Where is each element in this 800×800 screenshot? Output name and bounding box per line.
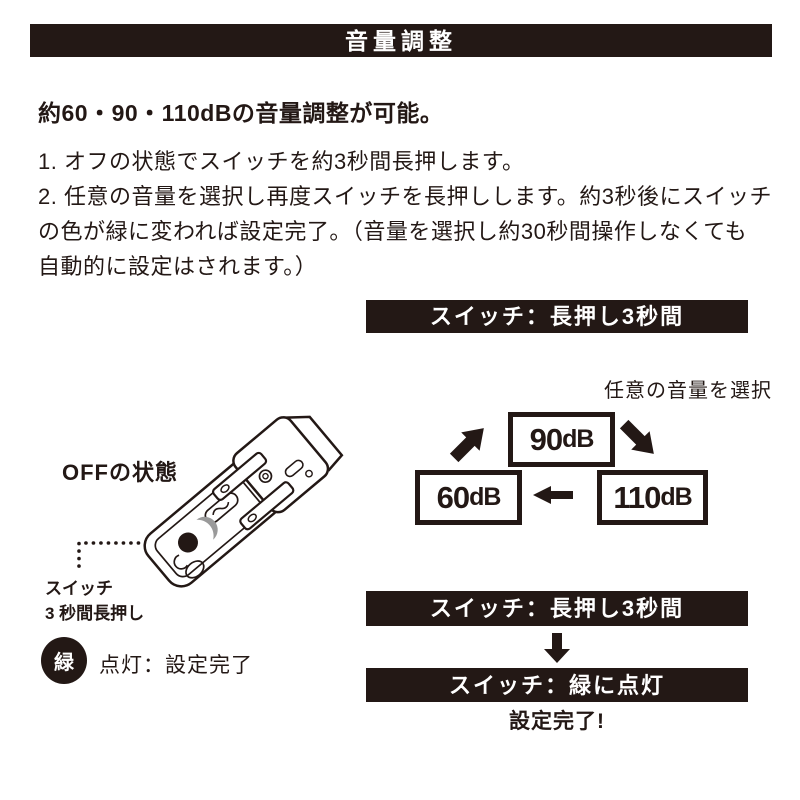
arrow-down-icon (544, 633, 570, 663)
step-bar-long-press-top: スイッチ：長押し3秒間 (366, 300, 748, 333)
arrow-down-right-icon (617, 417, 661, 461)
volume-unit: dB (469, 483, 501, 511)
led-indicator-badge: 緑 (41, 637, 87, 684)
slot-icon (212, 501, 230, 516)
dotted-leader-line (77, 541, 178, 573)
intro-step1: 1. オフの状態でスイッチを約3秒間長押します。 (38, 149, 525, 174)
page-title: 音量調整 (30, 24, 772, 57)
switch-callout-line2: 3 秒間長押し (45, 604, 145, 623)
led-status-text: 点灯：設定完了 (99, 654, 253, 677)
step-bar-green-light: スイッチ：緑に点灯 (366, 668, 748, 702)
device-off-state-label: OFFの状態 (62, 460, 178, 485)
plug-prong-upper (211, 451, 268, 501)
volume-unit: dB (660, 483, 692, 511)
device-illustration (77, 415, 344, 588)
prong-hole-lower (247, 513, 257, 523)
arrow-up-right-icon (447, 421, 491, 465)
panel-c-mark (173, 554, 189, 570)
panel-oval-hole (185, 560, 205, 579)
select-volume-note: 任意の音量を選択 (604, 380, 772, 402)
speaker-crescent-icon (196, 516, 218, 540)
device-head (232, 416, 330, 514)
plug-prong-lower (239, 481, 295, 531)
step-bar-long-press-bottom: スイッチ：長押し3秒間 (366, 591, 748, 626)
head-screw-center (262, 472, 269, 480)
head-dot (305, 469, 313, 478)
volume-value: 90 (529, 421, 563, 457)
intro-heading: 約60・90・110dBの音量調整が可能。 (38, 100, 444, 126)
head-screw (258, 469, 273, 484)
intro-text: 約60・90・110dBの音量調整が可能。 1. オフの状態でスイッチを約3秒間… (38, 94, 778, 284)
prong-hole-upper (220, 484, 230, 494)
switch-callout-line1: スイッチ (45, 579, 113, 598)
volume-value: 60 (436, 479, 470, 515)
intro-step2-line3: 自動的に設定はされます。） (38, 254, 318, 279)
arrow-left-icon (533, 486, 573, 504)
setting-complete-text: 設定完了! (509, 710, 605, 733)
volume-unit: dB (562, 425, 594, 453)
head-slot (284, 459, 304, 478)
volume-value: 110 (613, 479, 661, 515)
device-panel (154, 476, 264, 578)
switch-button (177, 532, 198, 553)
intro-step2-line2: の色が緑に変われば設定完了。（音量を選択し約30秒間操作しなくても (38, 219, 748, 244)
intro-step2-line1: 2. 任意の音量を選択し再度スイッチを長押しします。約3秒後にスイッチ (38, 184, 772, 209)
